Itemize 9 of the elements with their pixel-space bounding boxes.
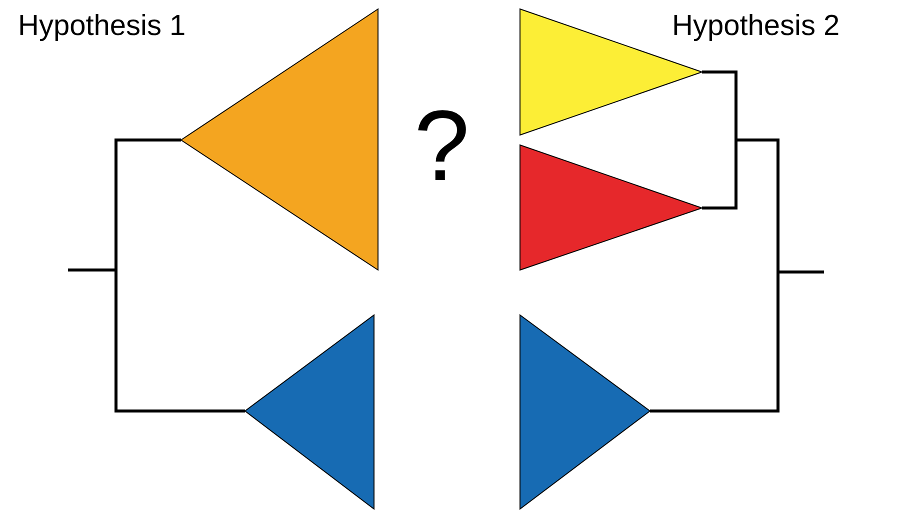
tree-branch [650, 138, 780, 412]
clade-triangle [520, 145, 702, 270]
hypothesis-heading: Hypothesis 2 [672, 12, 840, 41]
clade-triangle [245, 315, 374, 509]
clade-triangle [520, 315, 650, 509]
tree-branch [702, 70, 738, 210]
question-mark: ? [414, 96, 470, 196]
hypothesis-heading: Hypothesis 1 [18, 12, 186, 41]
tree-branch [114, 138, 245, 412]
